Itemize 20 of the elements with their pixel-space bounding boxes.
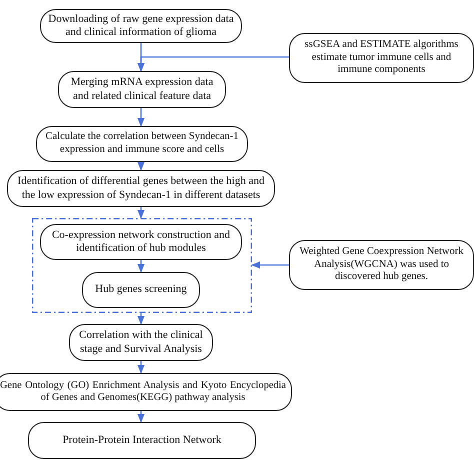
process-box: Hub genes screening xyxy=(82,272,200,308)
arrow xyxy=(137,108,145,127)
process-box: Identification of differential genes between the high and the low expression of Syndecan-1 in different datasets xyxy=(7,170,275,207)
process-box: Merging mRNA expression data and related clinical feature data xyxy=(58,71,226,108)
arrow xyxy=(137,56,289,72)
process-box: Protein-Protein Interaction Network xyxy=(28,422,256,459)
arrow xyxy=(137,411,145,423)
arrow xyxy=(137,361,145,374)
process-box: Gene Ontology (GO) Enrichment Analysis and Kyoto Encyclopedia of Genes and Genomes(KEGG) pathway analysis xyxy=(0,373,292,411)
process-box: ssGSEA and ESTIMATE algorithms estimate tumor immune cells and immune components xyxy=(289,33,474,83)
arrow xyxy=(137,260,145,273)
arrow xyxy=(251,261,289,269)
process-box: Co-expression network construction and identification of hub modules xyxy=(40,224,242,260)
arrow xyxy=(137,162,145,171)
process-box: Downloading of raw gene expression data and clinical information of glioma xyxy=(40,9,242,43)
process-box: Correlation with the clinical stage and Survival Analysis xyxy=(69,324,213,361)
arrow xyxy=(137,313,145,325)
process-box: Weighted Gene Coexpression Network Analysis(WGCNA) was used to discovered hub genes. xyxy=(289,240,474,290)
arrow xyxy=(137,207,145,219)
process-box: Calculate the correlation between Syndecan-1 expression and immune score and cells xyxy=(36,126,248,162)
